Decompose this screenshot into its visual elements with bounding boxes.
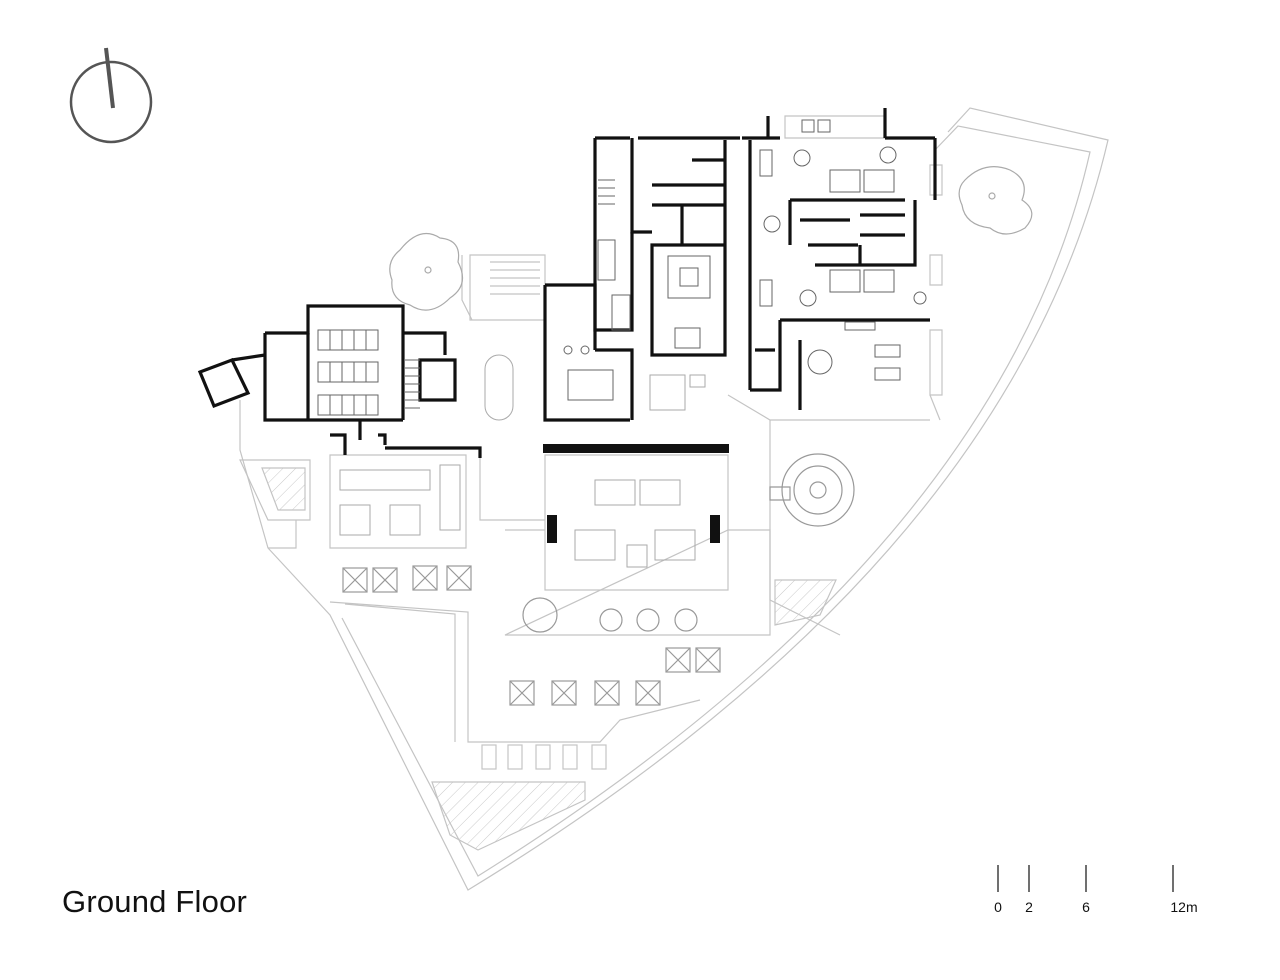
- site-outline: [239, 107, 1109, 891]
- scale-tick-label: 0: [994, 899, 1002, 915]
- scale-tick-label: 12m: [1170, 899, 1198, 915]
- structural-elements: [543, 444, 729, 543]
- interior-details: [317, 119, 927, 416]
- drawing-title: Ground Floor: [62, 884, 248, 919]
- round-tables: [522, 453, 855, 633]
- scale-tick-label: 2: [1025, 899, 1033, 915]
- umbrellas: [342, 565, 721, 706]
- tree-icon: [389, 166, 1033, 311]
- furniture-light: [339, 354, 706, 568]
- scale-bar: [997, 865, 1174, 892]
- north-arrow-icon: [69, 47, 153, 144]
- water-features: [261, 467, 837, 851]
- building-walls: [197, 108, 937, 458]
- scale-tick-label: 6: [1082, 899, 1090, 915]
- loungers: [481, 744, 607, 770]
